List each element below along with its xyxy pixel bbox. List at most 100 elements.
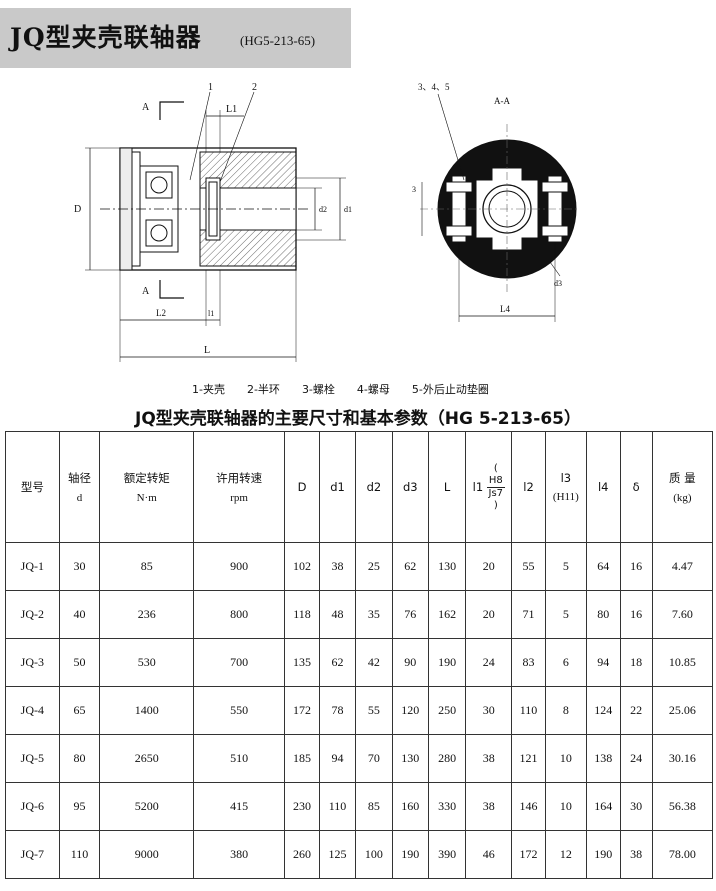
table-cell: 62 xyxy=(318,638,357,687)
dim-d1: d1 xyxy=(344,205,352,214)
standard-code: (HG5-213-65) xyxy=(240,33,316,48)
table-cell: 95 xyxy=(58,782,101,831)
table-cell: 38 xyxy=(619,830,653,879)
table-cell: 90 xyxy=(391,638,429,687)
table-cell: 121 xyxy=(511,734,546,783)
table-cell: 78 xyxy=(318,686,357,735)
col-delta: δ xyxy=(619,431,653,543)
table-cell: 18 xyxy=(619,638,653,687)
table-cell: 190 xyxy=(427,638,467,687)
table-cell: 135 xyxy=(284,638,320,687)
dim-d3: d3 xyxy=(554,279,562,288)
table-cell: 38 xyxy=(318,542,357,591)
table-cell: 10.85 xyxy=(651,638,714,687)
col-l4: l4 xyxy=(585,431,621,543)
table-cell: 76 xyxy=(391,590,429,639)
table-cell: 260 xyxy=(284,830,320,879)
dim-L2: L2 xyxy=(156,308,166,318)
table-cell: 20 xyxy=(465,542,513,591)
table-cell: 124 xyxy=(585,686,621,735)
table-cell: 138 xyxy=(585,734,621,783)
table-cell: 30 xyxy=(465,686,513,735)
table-cell: 65 xyxy=(58,686,101,735)
table-cell: 510 xyxy=(193,734,286,783)
table-cell: 1400 xyxy=(99,686,195,735)
section-mark-a-bottom: A xyxy=(142,286,150,297)
table-cell: 10 xyxy=(544,734,587,783)
table-cell: 5 xyxy=(544,590,587,639)
table-cell: 50 xyxy=(58,638,101,687)
dim-three: 3 xyxy=(412,185,416,194)
table-cell: 22 xyxy=(619,686,653,735)
col-d1: d1 xyxy=(318,431,357,543)
table-cell: 120 xyxy=(391,686,429,735)
table-cell: 16 xyxy=(619,542,653,591)
callout-1: 1 xyxy=(208,82,213,93)
table-cell: 110 xyxy=(511,686,546,735)
side-view xyxy=(85,91,346,362)
table-cell: 42 xyxy=(355,638,393,687)
table-cell: 94 xyxy=(585,638,621,687)
dim-d2: d2 xyxy=(319,205,327,214)
table-cell: 550 xyxy=(193,686,286,735)
table-cell: 130 xyxy=(427,542,467,591)
table-cell: JQ-5 xyxy=(5,734,60,783)
table-cell: 38 xyxy=(465,782,513,831)
section-mark-a-top: A xyxy=(142,102,150,113)
table-cell: 5200 xyxy=(99,782,195,831)
table-cell: JQ-4 xyxy=(5,686,60,735)
legend-item: 5-外后止动垫圈 xyxy=(411,383,489,396)
table-cell: JQ-3 xyxy=(5,638,60,687)
legend-item: 2-半环 xyxy=(246,383,280,396)
table-cell: 8 xyxy=(544,686,587,735)
table-cell: 250 xyxy=(427,686,467,735)
col-d2: d2 xyxy=(355,431,393,543)
table-cell: 100 xyxy=(355,830,393,879)
table-cell: 110 xyxy=(58,830,101,879)
table-cell: 190 xyxy=(585,830,621,879)
dim-l1-top: L1 xyxy=(226,104,237,115)
col-L: L xyxy=(427,431,467,543)
legend-item: 4-螺母 xyxy=(356,383,390,396)
table-cell: 10 xyxy=(544,782,587,831)
table-cell: 56.38 xyxy=(651,782,714,831)
table-cell: 164 xyxy=(585,782,621,831)
table-cell: 172 xyxy=(284,686,320,735)
table-cell: JQ-6 xyxy=(5,782,60,831)
col-d3: d3 xyxy=(391,431,429,543)
table-cell: 9000 xyxy=(99,830,195,879)
section-view xyxy=(420,93,594,322)
table-cell: 12 xyxy=(544,830,587,879)
table-cell: 55 xyxy=(355,686,393,735)
table-cell: 40 xyxy=(58,590,101,639)
table-cell: 16 xyxy=(619,590,653,639)
coupling-drawing: A A 1 2 L1 D d2 d1 L2 l1 L 3、4、5 A-A δ 3… xyxy=(60,72,594,372)
table-cell: 146 xyxy=(511,782,546,831)
table-cell: 24 xyxy=(619,734,653,783)
dim-D: D xyxy=(74,204,81,215)
table-cell: 415 xyxy=(193,782,286,831)
table-cell: 236 xyxy=(99,590,195,639)
table-cell: 30 xyxy=(58,542,101,591)
table-cell: 55 xyxy=(511,542,546,591)
table-cell: JQ-2 xyxy=(5,590,60,639)
table-cell: 230 xyxy=(284,782,320,831)
table-cell: 380 xyxy=(193,830,286,879)
callout-2: 2 xyxy=(252,82,257,93)
legend-item: 3-螺栓 xyxy=(301,383,335,396)
table-cell: 162 xyxy=(427,590,467,639)
table-cell: 85 xyxy=(355,782,393,831)
table-cell: 85 xyxy=(99,542,195,591)
